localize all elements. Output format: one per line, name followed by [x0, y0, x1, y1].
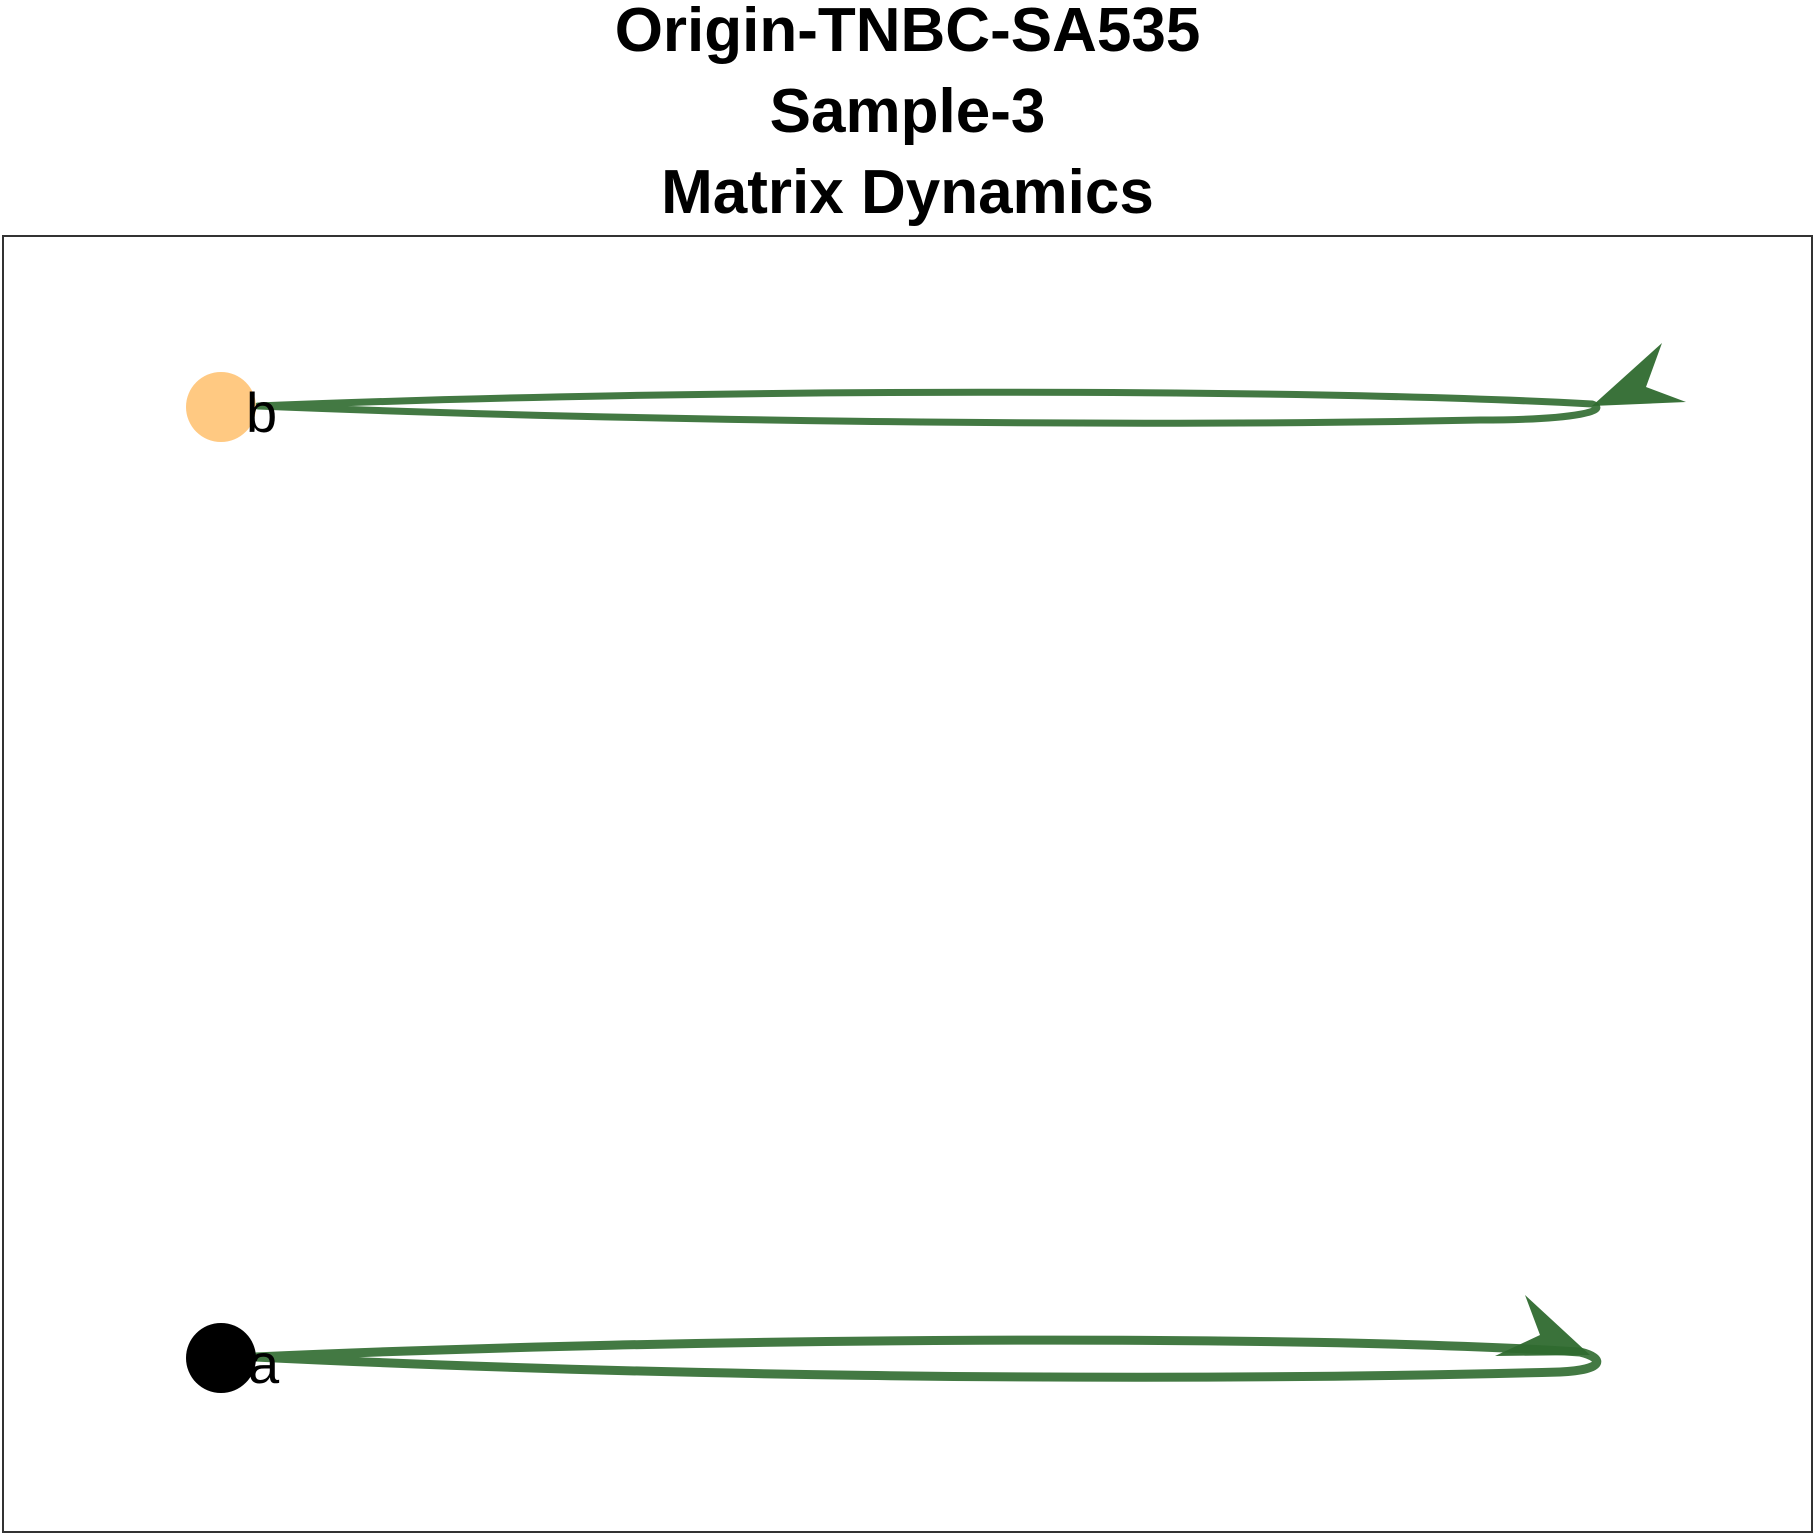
node-a-label: a [248, 1332, 280, 1395]
edge-a-a-loop [250, 1335, 1602, 1382]
title-line-2: Sample-3 [769, 77, 1046, 146]
edge-b-b [254, 343, 1686, 427]
edge-a-a [250, 1295, 1602, 1382]
node-b: b [186, 372, 277, 444]
edge-b-b-arrowhead [1592, 343, 1686, 406]
node-b-circle [186, 372, 256, 442]
node-a: a [186, 1323, 280, 1395]
edge-b-b-loop [254, 388, 1601, 427]
plot-frame [2, 235, 1813, 1533]
edge-a-a-arrowhead [1495, 1295, 1590, 1356]
title-line-1: Origin-TNBC-SA535 [614, 0, 1201, 65]
chart-title: Origin-TNBC-SA535 Sample-3 Matrix Dynami… [0, 0, 1815, 233]
title-line-3: Matrix Dynamics [661, 158, 1154, 227]
node-b-label: b [246, 381, 277, 444]
node-a-circle [186, 1323, 256, 1393]
